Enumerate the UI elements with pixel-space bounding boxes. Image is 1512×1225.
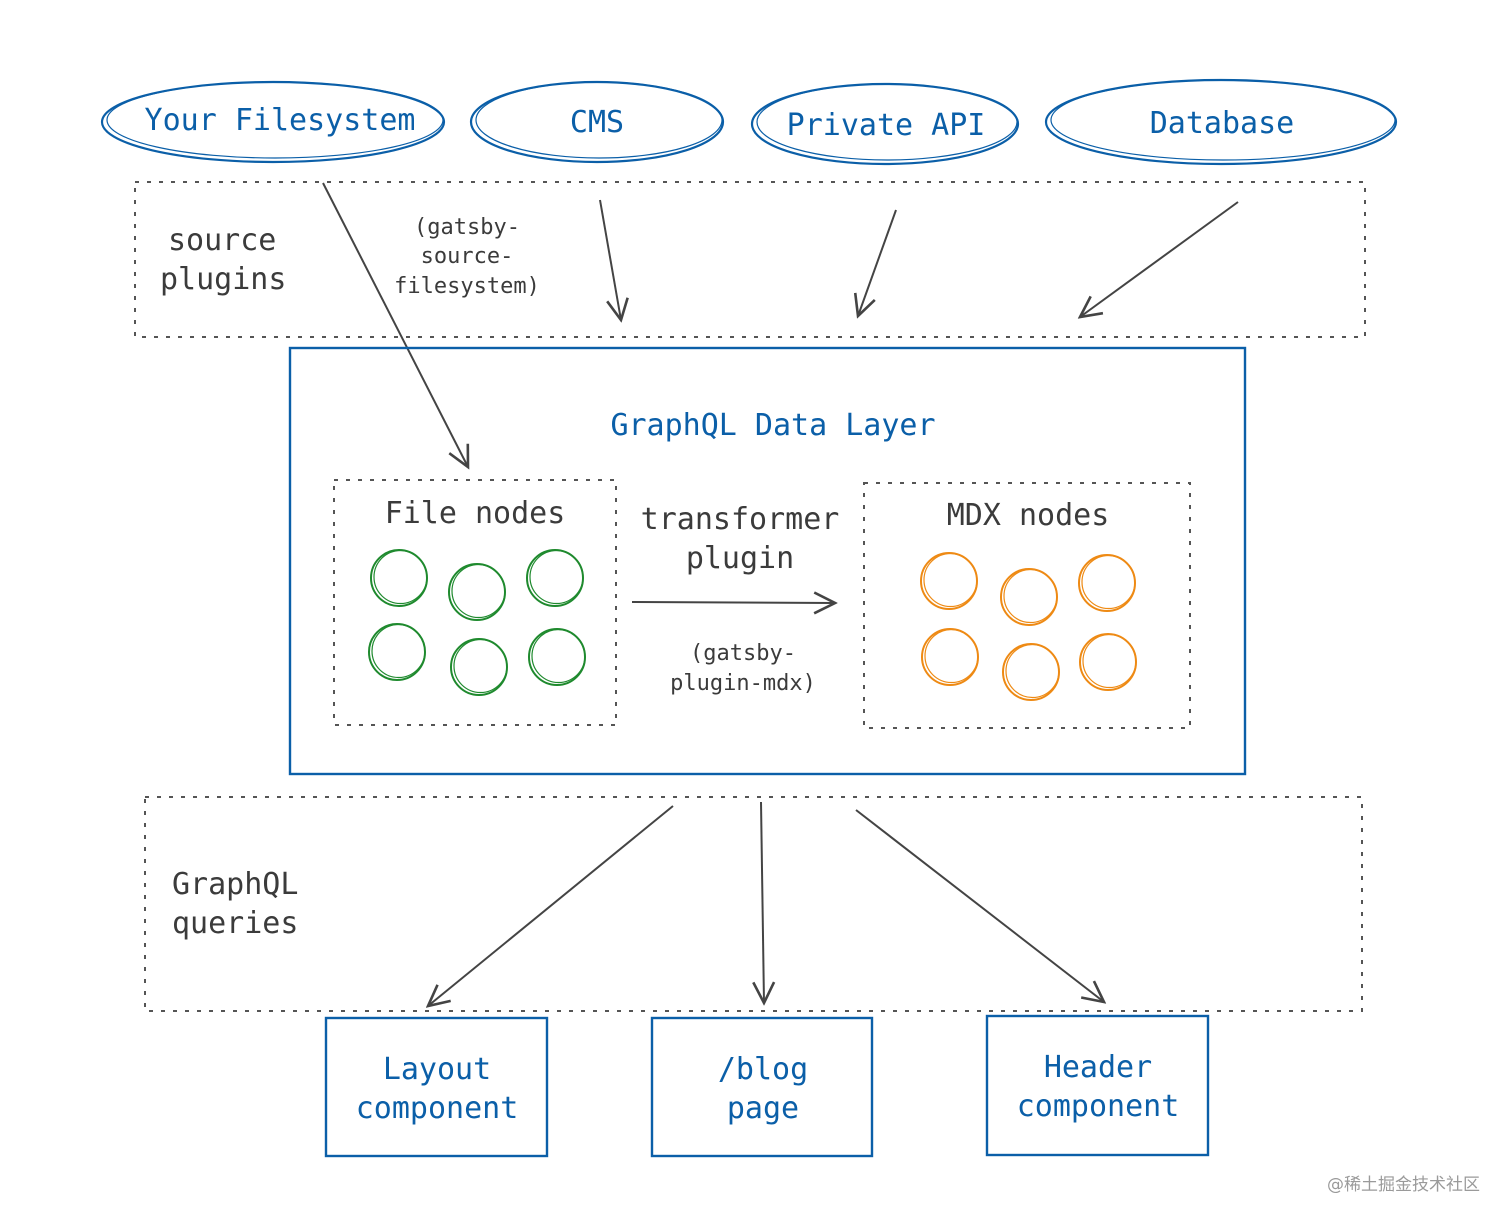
arrow-to-layout-component xyxy=(428,805,674,1006)
consumer-line1: Layout xyxy=(383,1052,491,1087)
graphql-queries-region xyxy=(144,796,1363,1012)
node-circle xyxy=(1000,568,1058,626)
node-circle xyxy=(921,628,979,686)
consumer-layout-component: Layout component xyxy=(324,1016,549,1158)
source-label: CMS xyxy=(570,105,624,140)
node-circle xyxy=(368,623,426,681)
transformer-label-line1: transformer xyxy=(641,502,840,537)
transformer-plugin-line2: plugin-mdx) xyxy=(670,671,816,696)
queries-label-line2: queries xyxy=(172,906,298,941)
arrow-to-blog-page xyxy=(761,801,764,1003)
arrow-private-api-to-data-layer xyxy=(858,209,897,316)
file-nodes-title: File nodes xyxy=(385,496,566,531)
node-circle xyxy=(448,563,506,621)
node-circle xyxy=(1078,554,1136,612)
node-circle xyxy=(920,552,978,610)
transformer-plugin-line1: (gatsby- xyxy=(690,641,796,666)
queries-label-line1: GraphQL xyxy=(172,867,298,902)
arrow-database-to-data-layer xyxy=(1080,201,1239,317)
arrow-to-header-component xyxy=(855,809,1104,1002)
source-database: Database xyxy=(1044,78,1398,166)
consumer-header-component: Header component xyxy=(985,1014,1210,1157)
source-private-api: Private API xyxy=(750,82,1020,166)
consumer-line2: page xyxy=(727,1091,799,1126)
source-cms: CMS xyxy=(469,80,725,164)
node-circle xyxy=(528,628,586,686)
source-your-filesystem: Your Filesystem xyxy=(100,80,446,164)
source-plugins-label-line2: plugins xyxy=(160,262,286,297)
mdx-nodes-circles xyxy=(920,552,1137,701)
watermark: @稀土掘金技术社区 xyxy=(1327,1175,1480,1195)
source-label: Database xyxy=(1150,106,1295,141)
node-circle xyxy=(1079,633,1137,691)
node-circle xyxy=(1002,643,1060,701)
consumer-blog-page: /blog page xyxy=(650,1016,874,1158)
arrow-cms-to-data-layer xyxy=(599,199,621,320)
fs-plugin-line3: filesystem) xyxy=(394,274,540,299)
mdx-nodes-box xyxy=(863,482,1191,729)
node-circle xyxy=(370,549,428,607)
file-nodes-circles xyxy=(368,549,586,696)
transformer-label-line2: plugin xyxy=(686,541,794,576)
graphql-data-layer-box xyxy=(288,346,1247,776)
source-plugins-label-line1: source xyxy=(168,223,276,258)
arrow-file-to-mdx xyxy=(631,602,835,603)
source-plugins-region xyxy=(134,181,1366,338)
arrow-filesystem-to-file-nodes xyxy=(322,182,468,467)
mdx-nodes-title: MDX nodes xyxy=(947,498,1110,533)
consumer-line2: component xyxy=(356,1091,519,1126)
fs-plugin-line1: (gatsby- xyxy=(414,215,520,240)
node-circle xyxy=(526,549,584,607)
fs-plugin-line2: source- xyxy=(421,244,514,269)
source-label: Private API xyxy=(787,108,986,143)
consumer-line1: /blog xyxy=(718,1052,808,1087)
source-label: Your Filesystem xyxy=(145,103,416,138)
consumer-line1: Header xyxy=(1044,1050,1152,1085)
consumer-line2: component xyxy=(1017,1089,1180,1124)
data-layer-title: GraphQL Data Layer xyxy=(610,408,935,443)
node-circle xyxy=(450,638,508,696)
